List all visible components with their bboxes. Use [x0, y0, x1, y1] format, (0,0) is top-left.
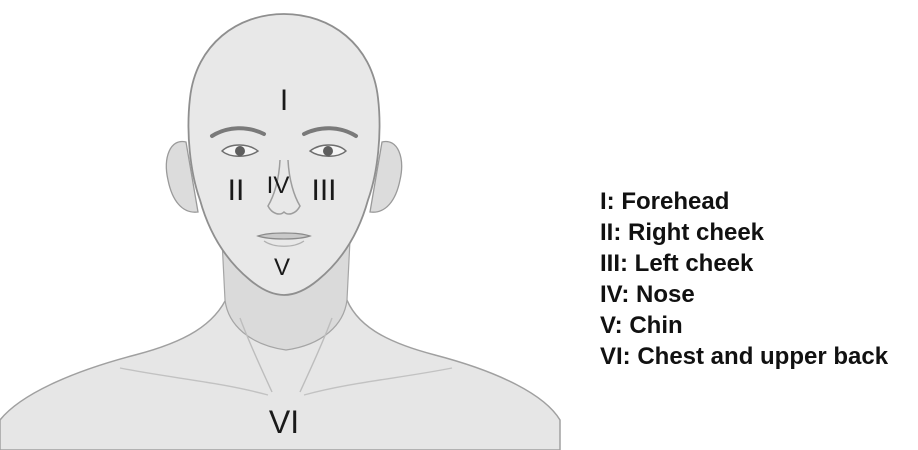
region-label-left-cheek: III [311, 174, 336, 207]
legend-item-chest-upper-back: VI: Chest and upper back [600, 341, 888, 372]
legend-item-chin: V: Chin [600, 310, 888, 341]
region-label-nose: IV [267, 172, 290, 199]
legend-item-nose: IV: Nose [600, 279, 888, 310]
region-label-forehead: I [280, 84, 288, 117]
legend-item-forehead: I: Forehead [600, 186, 888, 217]
legend-item-right-cheek: II: Right cheek [600, 217, 888, 248]
mouth [258, 233, 310, 239]
legend-item-left-cheek: III: Left cheek [600, 248, 888, 279]
region-label-chin: V [274, 254, 290, 281]
region-legend: I: Forehead II: Right cheek III: Left ch… [600, 186, 888, 372]
head [188, 14, 379, 295]
region-label-right-cheek: II [228, 174, 245, 207]
region-label-chest-upper-back: VI [269, 404, 299, 440]
